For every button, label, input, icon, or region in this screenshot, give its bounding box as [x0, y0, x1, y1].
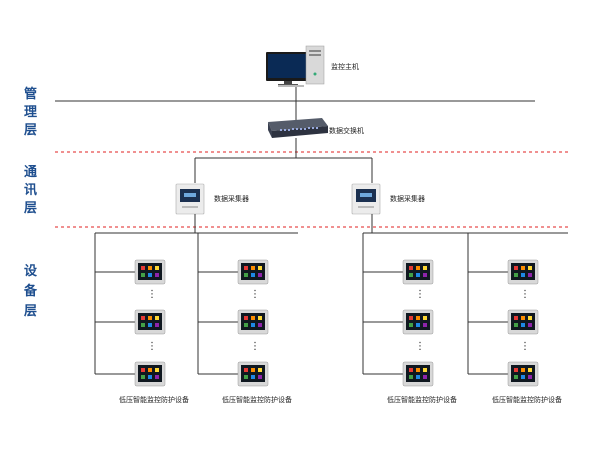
ellipsis: ⋮ [520, 341, 530, 352]
ellipsis: ⋮ [250, 341, 260, 352]
layer-communication-char-2: 讯 [24, 183, 37, 198]
data-collector-right-icon [351, 183, 381, 215]
layer-device-char-2: 备 [23, 283, 38, 299]
layer-management-char-1: 管 [24, 86, 37, 102]
device-icon [134, 361, 166, 387]
layer-label-management: 管 理 层 [24, 86, 37, 138]
ellipsis: ⋮ [147, 341, 157, 352]
device-icon [507, 309, 539, 335]
device-group-label: 低压智能监控防护设备 [222, 395, 292, 404]
layer-management-char-2: 理 [24, 105, 37, 120]
collector-right-label: 数据采集器 [390, 194, 425, 203]
device-group-label: 低压智能监控防护设备 [119, 395, 189, 404]
layer-communication-char-3: 层 [24, 201, 37, 216]
device-icon [402, 309, 434, 335]
switch-label: 数据交换机 [329, 126, 364, 135]
device-icon [402, 361, 434, 387]
device-icon [134, 309, 166, 335]
layer-communication-char-1: 通 [24, 164, 37, 180]
device-group-label: 低压智能监控防护设备 [492, 395, 562, 404]
layer-label-device: 设 备 层 [23, 264, 38, 319]
layer-device-char-3: 层 [24, 304, 37, 319]
device-group: ⋮ ⋮ 低压智能监控防护设备 [94, 233, 189, 404]
device-group: ⋮ ⋮ 低压智能监控防护设备 [362, 233, 457, 404]
data-collector-left-icon [175, 183, 205, 215]
device-group-label: 低压智能监控防护设备 [387, 395, 457, 404]
device-icon [507, 361, 539, 387]
layer-label-communication: 通 讯 层 [24, 164, 37, 216]
ellipsis: ⋮ [250, 289, 260, 300]
monitoring-host-label: 监控主机 [331, 62, 359, 71]
layer-device-char-1: 设 [24, 264, 38, 279]
device-icon [237, 361, 269, 387]
device-groups: ⋮ ⋮ 低压智能监控防护设备 ⋮ ⋮ 低压智能监控防护设备 ⋮ ⋮ 低压智能监控防护设备 ⋮ ⋮ 低压… [94, 214, 568, 404]
ellipsis: ⋮ [415, 341, 425, 352]
ellipsis: ⋮ [520, 289, 530, 300]
layer-management-char-3: 层 [24, 123, 37, 138]
device-group: ⋮ ⋮ 低压智能监控防护设备 [467, 233, 562, 404]
ellipsis: ⋮ [147, 289, 157, 300]
device-icon [402, 259, 434, 285]
device-icon [237, 309, 269, 335]
device-group: ⋮ ⋮ 低压智能监控防护设备 [197, 233, 292, 404]
device-icon [237, 259, 269, 285]
network-switch-icon [268, 118, 328, 138]
collector-left-label: 数据采集器 [214, 194, 249, 203]
monitoring-host-icon [266, 45, 325, 87]
ellipsis: ⋮ [415, 289, 425, 300]
device-icon [507, 259, 539, 285]
device-icon [134, 259, 166, 285]
